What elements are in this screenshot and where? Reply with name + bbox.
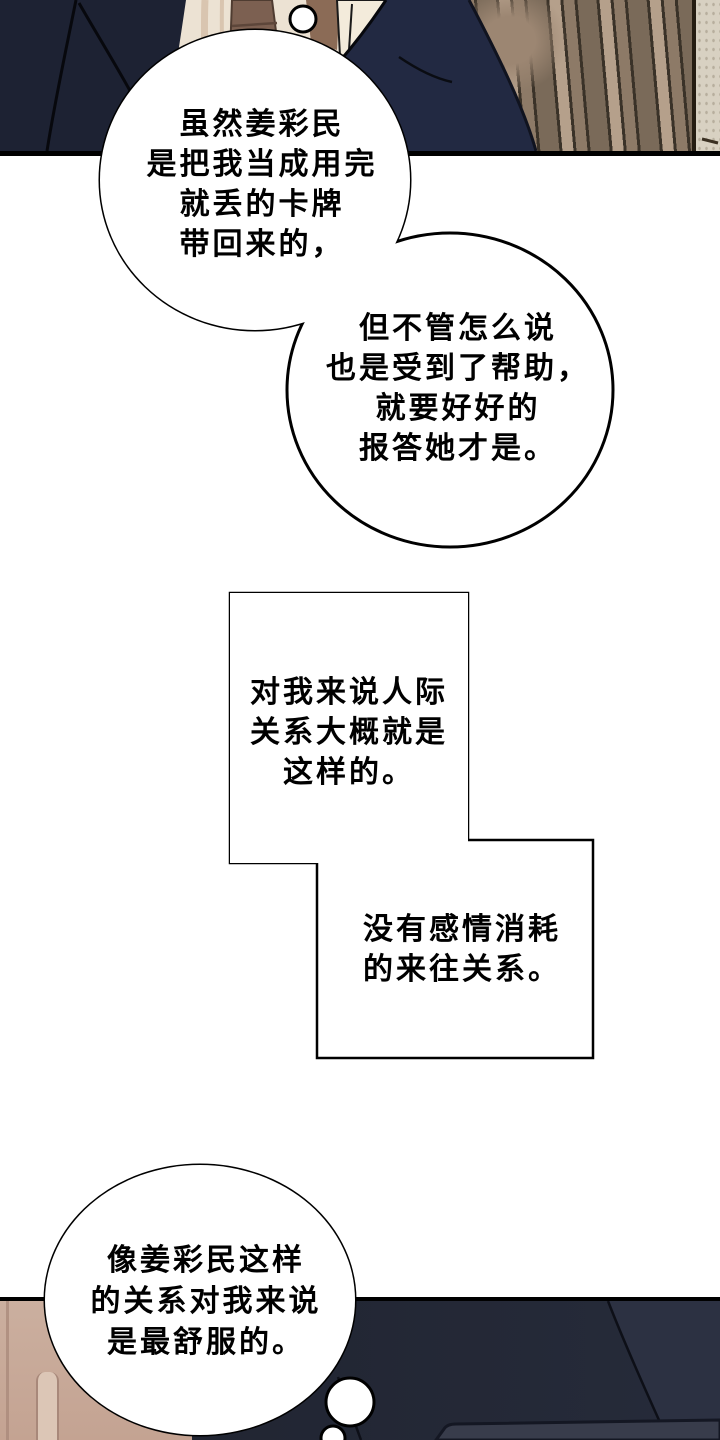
lapel-line-a xyxy=(45,0,78,152)
bottom-panel-border xyxy=(0,1297,720,1301)
plaster-wall-strip xyxy=(692,0,720,151)
caption-box-1-merge-fill xyxy=(230,593,468,863)
thought-trail-dot-bottom xyxy=(319,1424,347,1440)
bubble3-text: 像姜彩民这样 的关系对我来说 是最舒服的。 xyxy=(90,1244,322,1359)
wall-twig-mark xyxy=(701,137,719,145)
laptop-lid xyxy=(434,1418,720,1440)
bubble2-text: 但不管怎么说 也是受到了帮助， 就要好好的 报答她才是。 xyxy=(326,312,590,465)
thought-trail-dot-top xyxy=(288,4,318,34)
lapel-notch-line xyxy=(398,55,453,84)
thought-bubble-3-merge-fill xyxy=(45,1165,355,1435)
thought-bubble-2 xyxy=(285,231,615,549)
sofa-seam-line xyxy=(6,1301,9,1440)
collar-line xyxy=(348,3,353,51)
bubble1-text: 虽然姜彩民 是把我当成用完 就丢的卡牌 带回来的， xyxy=(146,108,378,261)
thought-bubble-3-bump xyxy=(324,1376,376,1428)
thought-bubble-1-merge-fill xyxy=(100,30,410,330)
sofa-arm-highlight xyxy=(36,1372,59,1440)
necktie-knot-line xyxy=(231,21,278,28)
desk-light-facet xyxy=(608,1301,720,1440)
jacket-right-edge xyxy=(467,0,538,152)
caption-box-2 xyxy=(315,838,595,1060)
caption1-text: 对我来说人际 关系大概就是 这样的。 xyxy=(250,676,448,789)
caption2-text: 没有感情消耗 的来往关系。 xyxy=(363,913,561,986)
